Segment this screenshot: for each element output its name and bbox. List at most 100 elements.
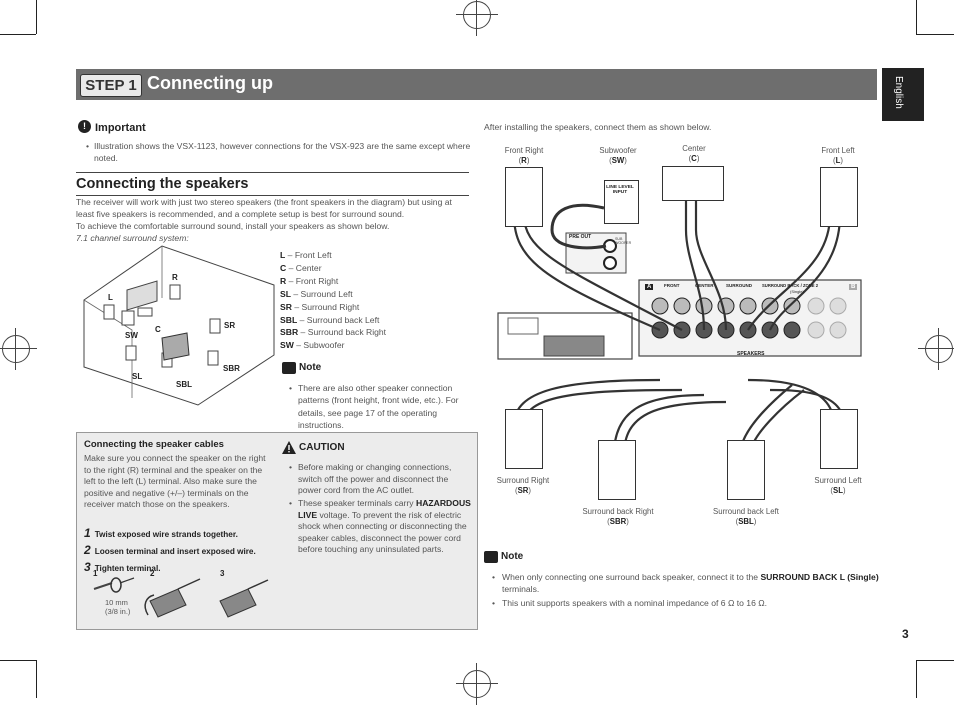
- important-text: Illustration shows the VSX-1123, however…: [94, 141, 471, 164]
- line-level-input-label: LINE LEVEL INPUT: [606, 185, 634, 195]
- fig-num: 1: [93, 569, 98, 578]
- note-icon: [484, 551, 498, 563]
- measure-label: 10 mm: [105, 598, 128, 607]
- diagram-intro: After installing the speakers, connect t…: [484, 122, 712, 132]
- room-label-c: C: [155, 325, 161, 334]
- speaker-surround-back-right: [598, 440, 636, 500]
- note-bullet: • When only connecting one surround back…: [492, 571, 882, 595]
- legend-item: L – Front Left: [280, 250, 332, 260]
- crop-mark: [916, 0, 917, 34]
- crop-mark: [36, 660, 37, 698]
- divider: [76, 172, 469, 173]
- caption-subwoofer: Subwoofer(SW): [599, 146, 637, 165]
- system-label: 7.1 channel surround system:: [76, 233, 189, 243]
- caution-bullet: • Before making or changing connections,…: [289, 462, 471, 497]
- page-title: Connecting up: [147, 73, 273, 93]
- speaker-front-right: [505, 167, 543, 227]
- panel-center-label: CENTER: [695, 283, 714, 288]
- caution-text: Before making or changing connections, s…: [298, 462, 452, 496]
- caption-surround-right: Surround Right(SR): [496, 476, 550, 495]
- caution-bullet: • These speaker terminals carry HAZARDOU…: [289, 498, 471, 555]
- page-number: 3: [902, 627, 909, 641]
- language-tab-label: English: [893, 76, 904, 109]
- panel-front-label: FRONT: [664, 283, 680, 288]
- registration-mark: [456, 0, 498, 36]
- speaker-front-left: [820, 167, 858, 227]
- speaker-surround-left: [820, 409, 858, 469]
- cables-paragraph: Make sure you connect the speaker on the…: [84, 453, 266, 510]
- panel-surround-label: SURROUND: [726, 283, 753, 288]
- speaker-legend: L – Front Left C – Center R – Front Righ…: [280, 249, 386, 352]
- room-label-r: R: [172, 273, 178, 282]
- panel-a-label: A: [645, 284, 654, 290]
- pre-out-subwoofer-label: SUB WOOFER: [615, 237, 632, 245]
- title-bar: [76, 69, 877, 100]
- registration-mark: [918, 328, 954, 370]
- speaker-surround-back-left: [727, 440, 765, 500]
- important-bullet: • Illustration shows the VSX-1123, howev…: [86, 141, 471, 164]
- measure-inch-label: (3/8 in.): [105, 607, 131, 616]
- fig-num: 3: [220, 569, 225, 578]
- crop-mark: [0, 34, 36, 35]
- caption-front-left: Front Left(L): [821, 146, 855, 165]
- note-text: When only connecting one surround back s…: [502, 572, 879, 595]
- language-tab: English: [882, 68, 924, 121]
- pre-out-label: PRE OUT: [569, 234, 592, 240]
- panel-single-label: (Single): [790, 289, 804, 294]
- room-label-l: L: [108, 293, 113, 302]
- speaker-cables-box: [76, 432, 478, 630]
- cables-title: Connecting the speaker cables: [84, 439, 224, 450]
- caption-surround-back-right: Surround back Right(SBR): [582, 507, 654, 526]
- important-heading: Important: [95, 122, 146, 134]
- crop-mark: [0, 660, 36, 661]
- note-text: There are also other speaker connection …: [298, 383, 459, 430]
- legend-item: SBL – Surround back Left: [280, 314, 380, 325]
- cable-steps-illustration: [93, 577, 269, 618]
- legend-item: SBR – Surround back Right: [280, 327, 387, 338]
- section-title: Connecting the speakers: [76, 176, 249, 192]
- note-bullet: • There are also other speaker connectio…: [289, 382, 475, 431]
- room-label-sl: SL: [132, 372, 143, 381]
- important-icon: !: [78, 120, 91, 133]
- fig-num: 2: [150, 569, 155, 578]
- crop-mark: [916, 660, 917, 698]
- registration-mark: [0, 328, 37, 370]
- legend-item: SR – Surround Right: [280, 301, 360, 312]
- speaker-surround-right: [505, 409, 543, 469]
- speaker-center: [662, 166, 724, 201]
- note-heading: Note: [299, 362, 322, 373]
- crop-mark: [916, 34, 954, 35]
- caption-surround-back-left: Surround back Left(SBL): [713, 507, 779, 526]
- caption-center: Center(C): [682, 144, 706, 163]
- note-heading: Note: [501, 551, 524, 562]
- divider: [76, 195, 469, 196]
- caption-front-right: Front Right(R): [504, 146, 544, 165]
- room-label-sr: SR: [224, 321, 236, 330]
- caption-surround-left: Surround Left(SL): [814, 476, 862, 495]
- room-label-sbl: SBL: [176, 380, 192, 389]
- crop-mark: [36, 0, 37, 34]
- note-bullet: • This unit supports speakers with a nom…: [492, 597, 882, 609]
- registration-mark: [456, 663, 498, 705]
- panel-surround-back-label: SURROUND BACK / ZONE 2: [762, 283, 819, 288]
- section-paragraph: The receiver will work with just two ste…: [76, 197, 452, 220]
- note-icon: [282, 362, 296, 374]
- legend-item: SW – Subwoofer: [280, 340, 345, 351]
- caution-icon: [282, 441, 296, 454]
- room-label-sbr: SBR: [223, 364, 240, 373]
- legend-item: R – Front Right: [280, 275, 339, 286]
- note-text: This unit supports speakers with a nomin…: [502, 598, 768, 608]
- legend-item: SL – Surround Left: [280, 288, 353, 299]
- caution-text-2: These speaker terminals carry HAZARDOUS …: [298, 498, 471, 555]
- room-label-sw: SW: [125, 331, 138, 340]
- crop-mark: [916, 660, 954, 661]
- room-layout-diagram: [83, 245, 275, 406]
- section-paragraph: To achieve the comfortable surround soun…: [76, 221, 390, 231]
- speakers-terminal-label: SPEAKERS: [737, 351, 765, 357]
- caution-heading: CAUTION: [299, 442, 345, 453]
- panel-b-label: B: [849, 284, 858, 290]
